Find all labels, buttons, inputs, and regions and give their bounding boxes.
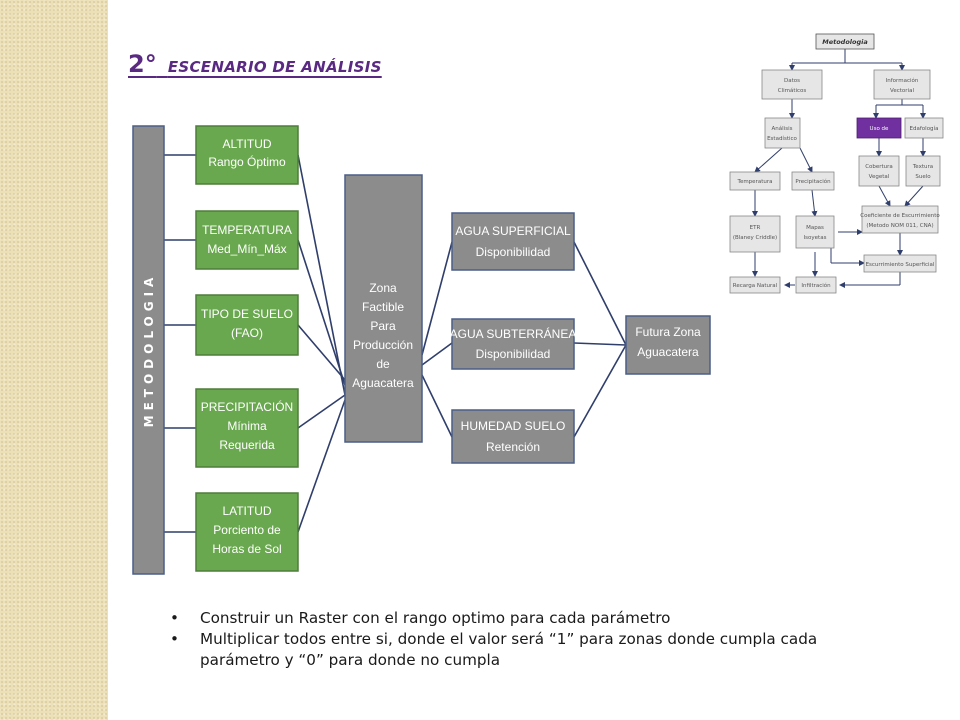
center-box-zona-factible: Zona Factible Para Producción de Aguacat… [344,174,423,443]
mini-title: Metodologia [822,38,868,46]
param-label: TIPO DE SUELO [201,307,293,321]
mini-node-label: Información [886,77,919,84]
mini-node-label: Coeficiente de Escurrimiento [860,213,940,219]
metodologia-bar: METODOLOGIA [132,125,165,575]
mini-node-label: Escurrimiento Superficial [866,262,935,268]
final-label: Aguacatera [637,345,699,359]
param-box-precipitacion: PRECIPITACIÓN Mínima Requerida [195,388,299,468]
center-label: Factible [362,300,404,314]
param-label: Mínima [227,419,267,433]
param-box-temperatura: TEMPERATURA Med_Mín_Máx [195,210,299,270]
mini-node-label: Datos [784,78,800,84]
title-number: 2° [128,50,157,78]
mini-node-label: (Blaney Criddle) [733,235,777,241]
mini-node-label: Recarga Natural [733,283,778,289]
output-box-humedad-suelo: HUMEDAD SUELO Retención [451,409,575,464]
param-label: TEMPERATURA [202,223,292,237]
slide-title: 2° ESCENARIO DE ANÁLISIS [128,42,382,80]
mini-node-label: Vectorial [890,88,914,94]
param-box-latitud: LATITUD Porciento de Horas de Sol [195,492,299,572]
center-label: Producción [353,338,413,352]
mini-node-label: Cobertura [865,164,893,170]
center-label: Zona [369,281,397,295]
mini-node-label: ETR [750,225,761,231]
mini-node-label: (Metodo NOM 011, CNA) [866,223,933,229]
param-label: Horas de Sol [212,542,281,556]
output-label: Disponibilidad [476,245,551,259]
param-label: LATITUD [222,504,271,518]
output-box-agua-subterranea: AGUA SUBTERRÁNEA Disponibilidad [450,318,577,370]
mini-node-label: Uso de [870,126,889,132]
output-label: AGUA SUPERFICIAL [455,224,571,238]
title-text: ESCENARIO DE ANÁLISIS [167,58,382,76]
bullet-list: Construir un Raster con el rango optimo … [168,608,818,671]
param-box-altitud: ALTITUD Rango Óptimo [195,125,299,185]
output-box-agua-superficial: AGUA SUPERFICIAL Disponibilidad [451,212,575,271]
mini-node-label: Precipitación [795,178,831,185]
metodologia-label: METODOLOGIA [142,273,156,428]
mini-node-label: Isoyetas [804,235,827,241]
mini-flowchart: Metodologia Datos Climáticos Información… [729,33,944,294]
mini-node-label: Temperatura [737,179,773,185]
bullet-item: Multiplicar todos entre si, donde el val… [168,629,818,671]
main-connectors [164,154,627,533]
output-label: Retención [486,440,540,454]
mini-node-label: Análisis [772,125,793,132]
mini-node-label: Estadístico [767,135,797,142]
decorative-side-band [0,0,108,720]
final-label: Futura Zona [635,325,701,339]
output-label: AGUA SUBTERRÁNEA [450,326,577,341]
mini-node-label: Textura [912,164,933,170]
param-label: (FAO) [231,326,263,340]
final-box-futura-zona: Futura Zona Aguacatera [625,315,711,375]
output-label: Disponibilidad [476,347,551,361]
param-box-tipo-suelo: TIPO DE SUELO (FAO) [195,294,299,356]
param-label: Rango Óptimo [208,154,286,169]
center-label: de [376,357,390,371]
mini-node-label: Suelo [915,174,931,180]
param-label: Porciento de [213,523,281,537]
param-label: Requerida [219,438,275,452]
output-label: HUMEDAD SUELO [461,419,566,433]
center-label: Para [370,319,396,333]
bullet-item: Construir un Raster con el rango optimo … [168,608,818,629]
mini-node-label: Climáticos [778,87,807,94]
param-label: PRECIPITACIÓN [201,399,293,414]
mini-node-label: Edafología [910,125,939,132]
param-label: Med_Mín_Máx [207,242,286,256]
mini-node-label: Infiltración [801,282,831,289]
mini-node-label: Vegetal [869,174,890,180]
center-label: Aguacatera [352,376,414,390]
param-label: ALTITUD [222,137,271,151]
mini-node-label: Mapas [806,225,824,231]
